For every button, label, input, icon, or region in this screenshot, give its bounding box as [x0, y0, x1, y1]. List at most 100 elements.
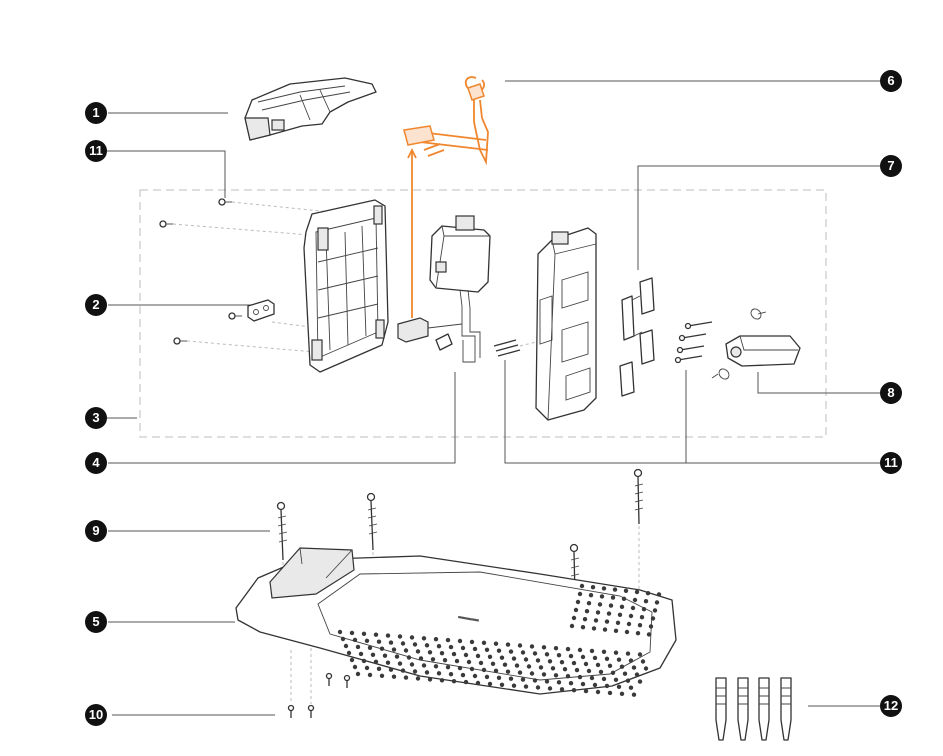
base-hole: [496, 675, 502, 680]
base-hole: [556, 653, 562, 658]
base-hole: [632, 597, 638, 603]
assembly-frame: [139, 189, 827, 438]
base-hole: [571, 615, 577, 621]
base-hole: [421, 636, 427, 641]
base-hole: [582, 617, 588, 622]
base-hole: [424, 670, 430, 675]
base-hole: [589, 675, 595, 681]
base-hole: [592, 682, 598, 688]
base-hole: [484, 674, 490, 680]
base-hole: [505, 642, 511, 647]
base-hole: [610, 670, 616, 675]
base-hole: [598, 669, 604, 675]
base-hole: [535, 658, 541, 663]
base-hole: [559, 687, 565, 692]
callout-11-top-left: 11: [85, 140, 107, 162]
base-hole: [361, 631, 367, 636]
base-hole: [370, 652, 376, 657]
base-hole: [511, 683, 517, 688]
base-hole: [436, 644, 442, 649]
base-hole: [613, 677, 619, 682]
base-hole: [640, 659, 646, 664]
base-hole: [597, 602, 603, 607]
base-hole: [481, 640, 487, 645]
base-brand-mark: ▬▬▬: [458, 613, 480, 624]
base-hole: [379, 673, 385, 678]
base-hole: [457, 638, 463, 644]
part-back-plate: [303, 199, 389, 373]
screw-1: [218, 198, 232, 206]
base-hole: [526, 664, 532, 669]
base-hole: [457, 665, 463, 671]
base-hole: [631, 692, 637, 697]
base-hole: [623, 588, 629, 593]
base-hole: [634, 672, 640, 677]
base-hole: [547, 686, 553, 691]
base-hole: [601, 649, 607, 654]
screw-2: [159, 220, 173, 228]
base-hole: [373, 659, 379, 664]
base-hole: [373, 632, 379, 637]
base-hole: [619, 691, 625, 696]
base-hole: [397, 634, 403, 639]
base-hole: [493, 668, 499, 673]
base-hole: [604, 619, 610, 624]
base-hole: [628, 658, 634, 663]
base-hole: [624, 629, 630, 635]
base-hole: [573, 607, 579, 613]
base-hole: [607, 690, 613, 696]
base-hole: [436, 671, 442, 676]
base-hole: [409, 662, 415, 667]
base-hole: [424, 643, 430, 648]
base-hole: [621, 596, 627, 601]
base-hole: [346, 650, 352, 656]
base-hole: [493, 641, 499, 646]
base-hole: [634, 589, 640, 595]
base-hole: [550, 666, 556, 671]
base-hole: [460, 672, 466, 678]
base-hole: [433, 637, 439, 642]
base-hole: [583, 661, 589, 667]
screw-3: [173, 337, 187, 345]
peg-3: [758, 677, 770, 741]
peg-4: [780, 677, 792, 741]
base-hole: [355, 671, 361, 677]
callout-9: 9: [85, 520, 107, 542]
base-hole: [355, 644, 361, 650]
part-top-cover: [244, 77, 377, 141]
base-hole: [391, 647, 397, 652]
peg-1: [715, 677, 727, 741]
base-hole: [415, 649, 421, 654]
base-hole: [635, 631, 641, 636]
base-hole: [625, 678, 631, 683]
screws-left: [159, 198, 331, 353]
base-hole: [379, 646, 385, 651]
base-hole: [508, 649, 514, 654]
base-hole: [469, 666, 475, 672]
base-hole: [590, 585, 596, 590]
stake-1: [276, 501, 288, 561]
base-hole: [523, 657, 529, 662]
base-grid-holes: [337, 583, 662, 697]
base-hole: [565, 674, 571, 679]
base-hole: [454, 658, 460, 664]
base-hole: [559, 660, 565, 665]
base-hole: [448, 644, 454, 650]
base-hole: [427, 650, 433, 655]
base-hole: [641, 607, 647, 612]
base-hole: [472, 673, 478, 679]
base-hole: [637, 623, 643, 628]
base-hole: [544, 679, 550, 684]
base-hole: [586, 601, 592, 606]
base-hole: [604, 656, 610, 661]
base-hole: [617, 612, 623, 617]
base-hole: [562, 667, 568, 672]
base-hole: [448, 672, 454, 677]
base-hole: [616, 684, 622, 689]
base-hole: [475, 680, 481, 686]
base-hole: [646, 632, 652, 637]
base-hole: [645, 591, 651, 596]
base-hole: [625, 651, 631, 656]
base-hole: [591, 626, 597, 631]
stake-3: [569, 543, 580, 597]
